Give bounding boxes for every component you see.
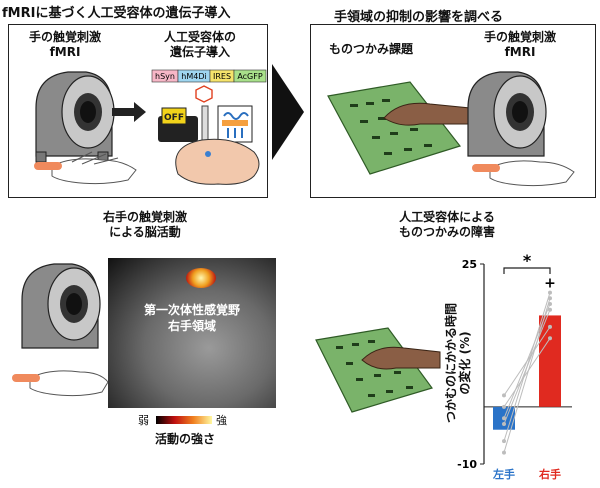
subject-line [503, 338, 551, 408]
hand-stimulus-icon [34, 151, 137, 185]
subject-line [503, 326, 551, 396]
significance-star: * [523, 251, 532, 270]
panel-d-title: 人工受容体による ものつかみの障害 [398, 210, 495, 239]
scale-title: 活動の強さ [154, 432, 215, 446]
panel-a-left-label: 手の触覚刺激 fMRI [28, 30, 101, 59]
construct-ires: IRES [213, 72, 231, 81]
mri-scanner-icon [21, 263, 101, 349]
panel-d-board [315, 327, 441, 413]
subject-point [502, 422, 506, 426]
construct-hm4di: hM4Di [181, 72, 206, 81]
panel-a-art: hSyn hM4Di IRES AcGFP OFF [34, 69, 267, 185]
scale-max-label: 強 [216, 414, 227, 427]
brain-activation-map: 第一次体性感覚野 右手領域 [108, 258, 276, 408]
scale-min-label: 弱 [138, 414, 149, 427]
ligand-icon [195, 85, 213, 103]
y-tick-label: -10 [457, 458, 477, 471]
subject-point [548, 336, 552, 341]
off-switch-icon: OFF [158, 107, 198, 142]
construct-hsyn: hSyn [155, 72, 175, 81]
panel-b-art [327, 71, 575, 187]
x-tick-label: 左手 [492, 467, 515, 481]
mri-scanner-icon [467, 71, 547, 157]
subject-line [503, 309, 551, 425]
subject-point [502, 404, 506, 409]
gene-construct [151, 69, 267, 83]
x-tick-label: 右手 [538, 467, 561, 481]
construct-acgfp: AcGFP [237, 72, 263, 81]
plus-mark: + [544, 275, 556, 291]
brain-region-label: 第一次体性感覚野 右手領域 [143, 303, 240, 333]
big-arrow-icon [272, 64, 304, 160]
bar-1 [539, 315, 561, 407]
hand-stimulus-icon [472, 160, 575, 187]
panel-a-right-label: 人工受容体の 遺伝子導入 [163, 30, 236, 59]
panel-b-title: 手領域の抑制の影響を調べる [334, 10, 504, 25]
panel-c-title: 右手の触覚刺激 による脳活動 [102, 210, 187, 239]
grasp-board-icon [327, 81, 471, 175]
brain-icon [175, 138, 260, 185]
subject-point [502, 450, 506, 455]
receptor-icon [217, 105, 253, 143]
grasp-time-chart: 25 -10 左手 右手 * + [457, 251, 572, 481]
subject-point [548, 324, 552, 329]
subject-point [548, 296, 552, 301]
arrow-icon [112, 102, 146, 122]
y-tick-label: 25 [462, 258, 477, 271]
subject-line [503, 298, 551, 453]
subject-point [502, 416, 506, 421]
panel-c-scanner [12, 263, 109, 397]
subject-point [548, 290, 552, 295]
panel-b-left-label: ものつかみ課題 [328, 42, 413, 56]
mri-scanner-icon [35, 71, 115, 163]
hand-stimulus-icon [12, 370, 109, 397]
subject-point [502, 439, 506, 444]
subject-point [502, 393, 506, 398]
significance-bracket [503, 267, 551, 274]
panel-a-title: fMRIに基づく人工受容体の遺伝子導入 [2, 6, 231, 21]
switch-off-label: OFF [164, 113, 184, 123]
activity-colorbar [156, 416, 212, 424]
panel-b-right-label: 手の触覚刺激 fMRI [483, 30, 556, 59]
subject-point [548, 307, 552, 312]
grasp-board-icon [315, 327, 441, 413]
activation-hotspot [186, 268, 216, 288]
